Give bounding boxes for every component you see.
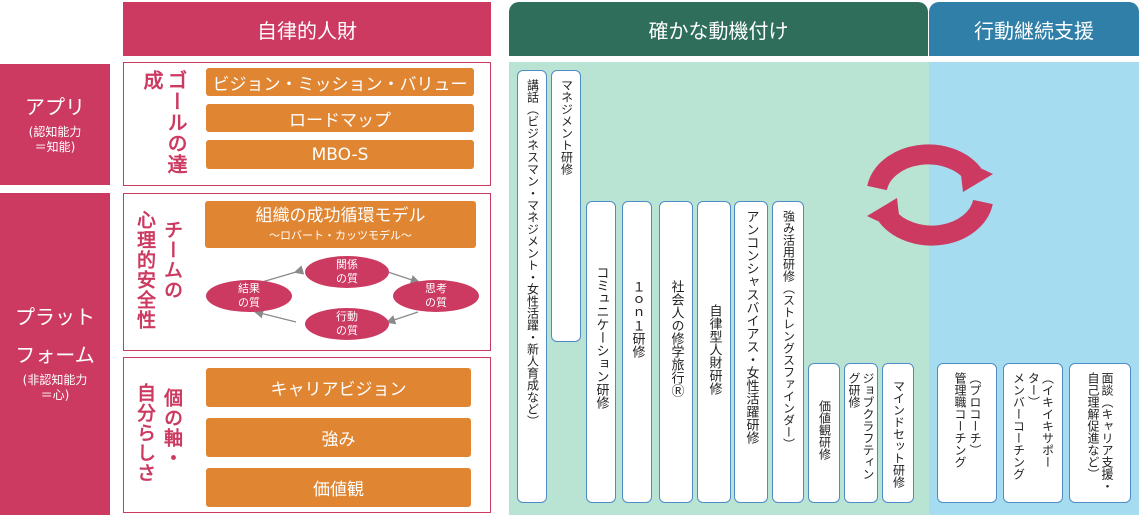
action-line2: の質 bbox=[336, 324, 358, 337]
training-field-trip-label: 社会人の修学旅行Ⓡ bbox=[668, 280, 684, 397]
self-item-values: 価値観 bbox=[206, 468, 471, 507]
training-field-trip: 社会人の修学旅行Ⓡ bbox=[659, 201, 693, 503]
arrow-thinking-to-action bbox=[385, 311, 419, 325]
training-strengths: 強み活用研修（ストレングスファインダー） bbox=[772, 201, 804, 503]
training-job-crafting: ジョブクラフティング研修 bbox=[844, 363, 878, 503]
training-strengths-label: 強み活用研修（ストレングスファインダー） bbox=[781, 210, 796, 450]
goal-item-mbos: MBO-S bbox=[206, 140, 474, 169]
header-autonomous: 自律的人財 bbox=[123, 2, 491, 56]
training-mindset: マインドセット研修 bbox=[882, 363, 914, 503]
support-member-coaching-line1: メンバーコーチング bbox=[1011, 372, 1026, 480]
sidebar-platform: プラット フォーム (非認知能力 ＝心) bbox=[0, 193, 110, 515]
cycle-arrows-icon bbox=[867, 144, 993, 246]
self-label-b: 自分らしさ bbox=[134, 383, 156, 483]
goal-label: ゴールの達成 bbox=[140, 70, 188, 175]
thinking-line2: の質 bbox=[425, 296, 447, 309]
training-management-label: マネジメント研修 bbox=[559, 79, 574, 175]
relationship-line1: 関係 bbox=[336, 258, 358, 271]
training-values-label: 価値観研修 bbox=[817, 400, 832, 460]
sidebar-app-title: アプリ bbox=[25, 94, 85, 119]
model-subtitle: ～ロバート・カッツモデル～ bbox=[269, 229, 412, 242]
model-title: 組織の成功循環モデル bbox=[255, 206, 426, 226]
goal-item-vision: ビジョン・ミッション・バリュー bbox=[206, 68, 474, 96]
sidebar-platform-sub2: ＝心) bbox=[40, 388, 70, 402]
team-label-b: 心理的安全性 bbox=[134, 210, 156, 330]
action-line1: 行動 bbox=[336, 310, 358, 323]
goal-item-roadmap: ロードマップ bbox=[206, 104, 474, 132]
support-member-coaching-line2: （イキイキサポーター） bbox=[1026, 372, 1055, 468]
training-management: マネジメント研修 bbox=[551, 70, 581, 342]
sidebar-platform-sub: (非認知能力 ＝心) bbox=[23, 373, 88, 403]
support-manager-coaching-line1: 管理職コーチング bbox=[953, 372, 967, 468]
cycle-relationship: 関係の質 bbox=[305, 256, 389, 288]
sidebar-app-sub1: (認知能力 bbox=[28, 124, 82, 139]
training-unconscious-bias: アンコンシャスバイアス・女性活躍研修 bbox=[734, 201, 768, 503]
sidebar-platform-title2: フォーム bbox=[15, 343, 95, 367]
training-lecture: 講話（ビジネスマン・マネジメント・女性活躍・新人育成など） bbox=[517, 70, 547, 503]
arrow-action-to-result bbox=[253, 309, 297, 323]
relationship-line2: の質 bbox=[336, 272, 358, 285]
cycle-action: 行動の質 bbox=[305, 308, 389, 340]
sidebar-app-sub: (認知能力 ＝知能) bbox=[29, 125, 82, 155]
cycle-result: 結果の質 bbox=[206, 280, 292, 312]
training-lecture-label: 講話（ビジネスマン・マネジメント・女性活躍・新人育成など） bbox=[525, 79, 540, 427]
self-item-career: キャリアビジョン bbox=[206, 368, 471, 407]
training-values: 価値観研修 bbox=[808, 363, 840, 503]
sidebar-app-sub2: ＝知能) bbox=[34, 139, 76, 154]
support-manager-coaching: 管理職コーチング （プロコーチ） bbox=[937, 363, 997, 503]
result-line2: の質 bbox=[238, 296, 260, 309]
training-autonomous-label: 自律型人財研修 bbox=[706, 304, 722, 395]
team-label-a: チームの bbox=[161, 220, 183, 300]
sidebar-app: アプリ (認知能力 ＝知能) bbox=[0, 64, 110, 185]
training-communication: コミュニケーション研修 bbox=[586, 201, 616, 503]
self-label-a: 個の軸・ bbox=[161, 388, 183, 468]
thinking-line1: 思考 bbox=[425, 282, 447, 295]
self-item-strength: 強み bbox=[206, 418, 471, 457]
training-autonomous: 自律型人財研修 bbox=[697, 201, 731, 503]
arrow-result-to-relationship bbox=[261, 265, 305, 283]
training-job-crafting-label: ジョブクラフティング研修 bbox=[847, 372, 875, 480]
training-1on1: １ｏｎ１研修 bbox=[622, 201, 652, 503]
training-communication-label: コミュニケーション研修 bbox=[593, 266, 609, 409]
support-member-coaching: メンバーコーチング （イキイキサポーター） bbox=[1003, 363, 1063, 503]
training-unconscious-bias-label: アンコンシャスバイアス・女性活躍研修 bbox=[743, 210, 759, 444]
cycle-thinking: 思考の質 bbox=[393, 280, 479, 312]
result-line1: 結果 bbox=[238, 282, 260, 295]
cycle-arrows bbox=[253, 265, 421, 325]
header-motivation: 確かな動機付け bbox=[509, 2, 928, 56]
sidebar-platform-title1: プラット bbox=[15, 305, 95, 329]
sidebar-platform-title: プラット フォーム bbox=[15, 305, 95, 367]
header-continuation: 行動継続支援 bbox=[929, 2, 1139, 56]
training-mindset-label: マインドセット研修 bbox=[891, 380, 906, 488]
sidebar-platform-sub1: (非認知能力 bbox=[22, 373, 88, 387]
success-cycle-model: 組織の成功循環モデル ～ロバート・カッツモデル～ bbox=[205, 201, 476, 248]
training-1on1-label: １ｏｎ１研修 bbox=[629, 280, 645, 358]
support-interview-label: 面談（キャリア支援・自己理解促進など） bbox=[1086, 372, 1114, 492]
arrow-relationship-to-thinking bbox=[387, 271, 421, 285]
support-interview: 面談（キャリア支援・自己理解促進など） bbox=[1069, 363, 1131, 503]
support-manager-coaching-line2: （プロコーチ） bbox=[968, 372, 982, 456]
